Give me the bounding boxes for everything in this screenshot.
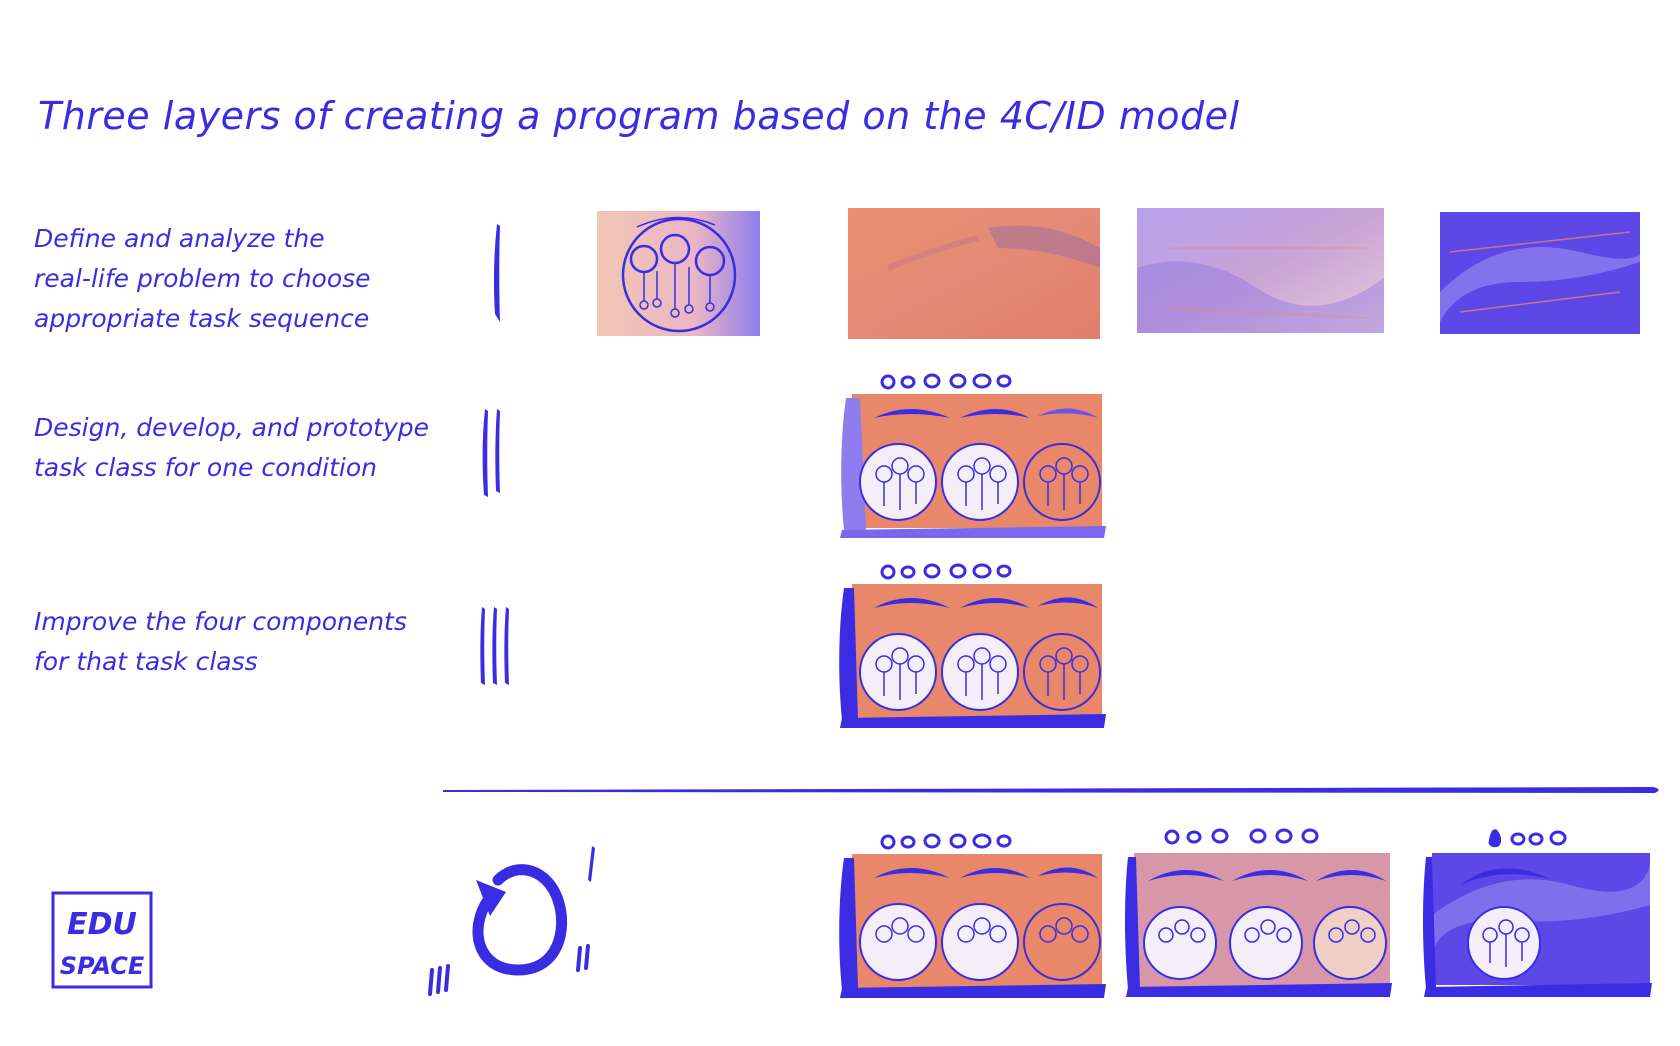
logo-line-1: EDU [67,907,137,942]
logo-line-2: SPACE [60,952,145,980]
layer-2-description: Design, develop, and prototype task clas… [34,408,429,488]
layer-2-line-2: task class for one condition [34,453,377,482]
lavender-texture-tile [1137,208,1384,333]
eduspace-logo: EDU SPACE [51,891,153,989]
page-title: Three layers of creating a program based… [38,94,1240,138]
task-class-improved [830,560,1110,730]
layer-1-line-3: appropriate task sequence [34,304,370,333]
layer-1-line-1: Define and analyze the [34,224,325,253]
section-divider [443,787,1659,793]
iteration-lavender-block [1120,825,1400,1000]
layer-3-line-1: Improve the four components [34,607,407,636]
numeral-ii-icon [482,409,500,497]
numeral-iii-icon [480,607,509,685]
layer-3-description: Improve the four components for that tas… [34,602,407,682]
layer-3-line-2: for that task class [34,647,258,676]
iteration-orange-block [830,830,1110,1000]
layer-1-description: Define and analyze the real-life problem… [34,219,371,339]
task-sequence-tile [597,211,760,336]
cycle-arrow-icon [428,846,595,996]
violet-texture-tile [1440,212,1640,334]
task-class-prototype [830,370,1110,540]
orange-texture-tile [848,208,1100,339]
iteration-violet-block [1420,825,1656,1000]
layer-2-line-1: Design, develop, and prototype [34,413,430,442]
numeral-i-icon [493,224,500,322]
layer-1-line-2: real-life problem to choose [34,264,371,293]
